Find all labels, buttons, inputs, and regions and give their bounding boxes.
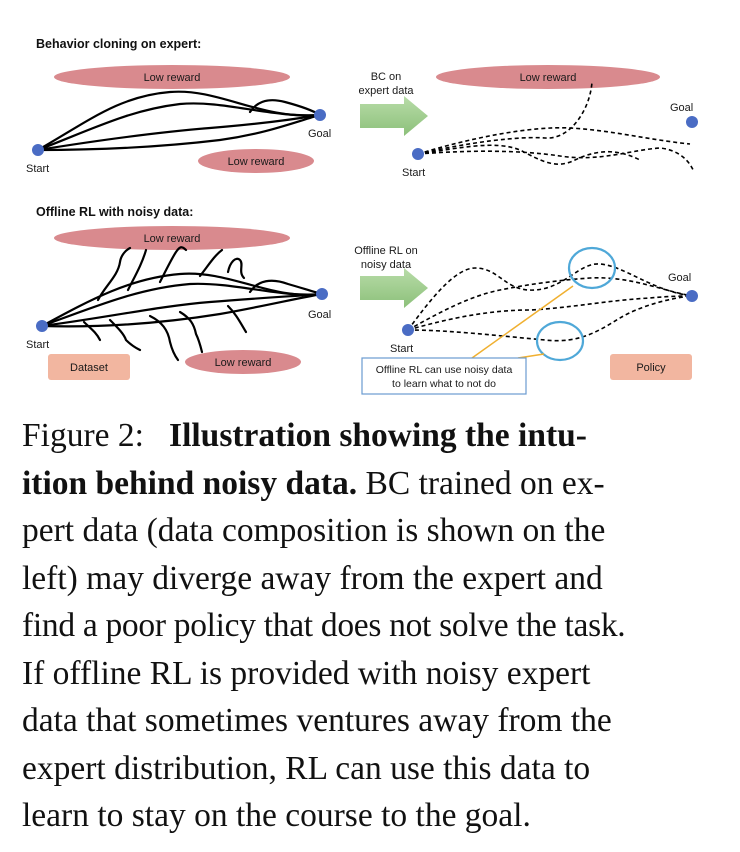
low-reward-label: Low reward — [520, 72, 577, 84]
caption-line: ition behind noisy data. BC trained on e… — [22, 460, 718, 508]
start-label: Start — [26, 339, 49, 351]
caption-bold-title-line2: ition behind noisy data. — [22, 464, 358, 502]
highlight-circle — [567, 246, 617, 290]
goal-node — [314, 109, 326, 121]
start-label: Start — [26, 163, 49, 175]
start-label: Start — [402, 167, 425, 179]
caption-line: data that sometimes ventures away from t… — [22, 702, 612, 739]
callout-connector — [471, 285, 574, 359]
caption-line: expert distribution, RL can use this dat… — [22, 749, 591, 787]
top-panel-title: Behavior cloning on expert: — [36, 37, 201, 51]
offline-rl-policy-rollouts — [407, 263, 693, 342]
caption-line: Figure 2: Illustration showing the intu- — [22, 412, 718, 460]
bc-policy-rollouts — [417, 81, 695, 173]
caption-line: pert data (data composition is shown on … — [22, 512, 606, 549]
low-reward-region — [54, 226, 290, 250]
start-label: Start — [390, 343, 413, 355]
callout-connector — [517, 353, 545, 359]
bc-arrow — [360, 96, 428, 136]
callout-box — [361, 357, 527, 395]
caption-line: left) may diverge away from the expert a… — [22, 559, 603, 597]
start-node — [402, 324, 414, 336]
caption-figure-label: Figure 2: — [22, 417, 144, 454]
bottom-panel-title: Offline RL with noisy data: — [36, 205, 193, 219]
caption-text: BC trained on ex- — [365, 464, 605, 502]
caption-line: learn to stay on the course to the goal. — [22, 797, 531, 834]
caption-bold-title-line1: Illustration showing the intu- — [169, 417, 587, 454]
start-node — [32, 144, 44, 156]
dataset-box — [48, 354, 130, 380]
low-reward-label: Low reward — [215, 357, 272, 369]
arrow-label-line2: expert data — [358, 85, 414, 97]
figure-illustration: Behavior cloning on expert: Low reward L… — [26, 37, 698, 395]
goal-label: Goal — [670, 102, 693, 114]
low-reward-region — [185, 350, 301, 374]
caption-line: If offline RL is provided with noisy exp… — [22, 654, 591, 692]
policy-box — [610, 354, 692, 380]
arrow-label-line1: BC on — [371, 71, 402, 83]
figure-caption: Figure 2: Illustration showing the intu-… — [22, 412, 718, 840]
policy-label: Policy — [636, 362, 666, 374]
low-reward-region — [198, 149, 314, 173]
caption-line: find a poor policy that does not solve t… — [22, 607, 626, 644]
low-reward-label: Low reward — [228, 156, 285, 168]
goal-label: Goal — [668, 272, 691, 284]
low-reward-label: Low reward — [144, 72, 201, 84]
goal-node — [686, 116, 698, 128]
callout-line1: Offline RL can use noisy data — [376, 364, 513, 376]
low-reward-region — [436, 65, 660, 89]
start-node — [36, 320, 48, 332]
arrow-label-line1: Offline RL on — [354, 245, 418, 257]
low-reward-region — [54, 65, 290, 89]
dataset-label: Dataset — [70, 362, 108, 374]
expert-trajectories — [36, 90, 322, 152]
goal-label: Goal — [308, 309, 331, 321]
offline-rl-arrow — [360, 268, 428, 308]
start-node — [412, 148, 424, 160]
goal-node — [316, 288, 328, 300]
low-reward-label: Low reward — [144, 233, 201, 245]
highlight-circle — [535, 320, 585, 362]
goal-node — [686, 290, 698, 302]
arrow-label-line2: noisy data — [361, 259, 412, 271]
goal-label: Goal — [308, 128, 331, 140]
noisy-dataset-trajectories — [40, 246, 324, 362]
callout-line2: to learn what to not do — [392, 378, 496, 390]
